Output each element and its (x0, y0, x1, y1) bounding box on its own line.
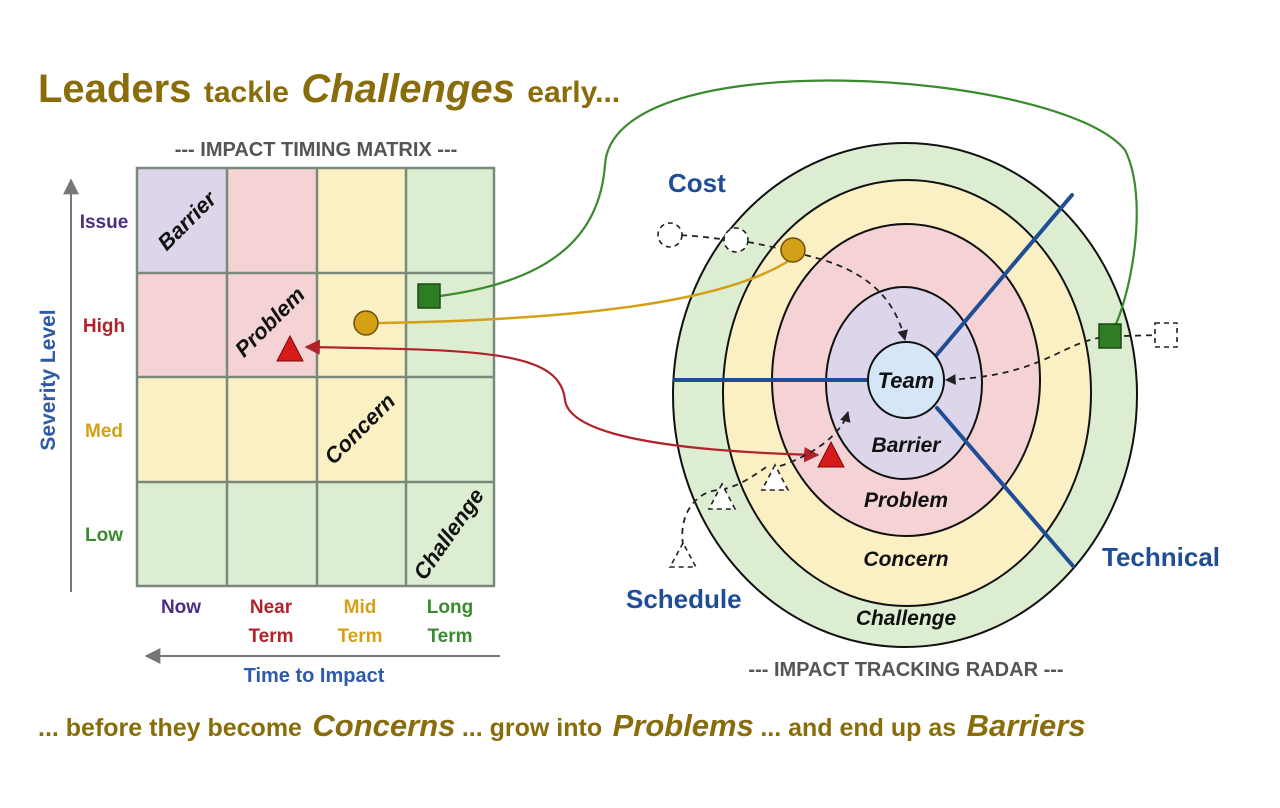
cell-med-near (227, 377, 317, 482)
cell-high-now (137, 273, 227, 377)
cell-low-mid (317, 482, 406, 586)
col-label-near-1: Near (250, 597, 293, 618)
connector-green (439, 79, 1138, 333)
ring-label-concern: Concern (863, 548, 948, 571)
col-label-mid-1: Mid (344, 597, 377, 618)
cell-low-long (406, 482, 494, 586)
y-axis-label: Severity Level (37, 309, 60, 450)
marker-red-triangle-radar (817, 440, 845, 468)
cell-issue-now (137, 168, 227, 273)
footer-part-5: ... and end up as (760, 714, 956, 742)
marker-gold-circle-radar (780, 237, 806, 263)
connector-gold (377, 258, 791, 325)
radar-title: --- IMPACT TRACKING RADAR --- (748, 659, 1063, 681)
headline-part-2: tackle (204, 76, 289, 109)
marker-ghost-square (1154, 322, 1178, 348)
row-label-med: Med (85, 421, 123, 442)
col-label-now: Now (161, 597, 201, 618)
ring-label-barrier: Barrier (872, 434, 943, 457)
ring-label-problem: Problem (864, 489, 948, 512)
x-axis-label: Time to Impact (244, 665, 385, 687)
marker-ghost-triangle-1 (760, 463, 790, 491)
marker-red-triangle-matrix (276, 334, 304, 362)
col-label-long-2: Term (427, 626, 472, 647)
row-label-high: High (83, 316, 125, 337)
cell-med-now (137, 377, 227, 482)
cell-issue-near (227, 168, 317, 273)
footer-part-2: Concerns (312, 708, 455, 743)
footer-part-1: ... before they become (38, 714, 302, 742)
cell-med-long (406, 377, 494, 482)
radar: Team Barrier Problem Concern Challenge C… (626, 142, 1220, 648)
y-axis: Severity Level (37, 178, 79, 592)
x-axis: Time to Impact (144, 648, 500, 687)
cell-issue-mid (317, 168, 406, 273)
col-label-mid-2: Term (337, 626, 382, 647)
sector-label-technical: Technical (1102, 542, 1220, 572)
matrix-title: --- IMPACT TIMING MATRIX --- (175, 139, 458, 161)
headline-part-1: Leaders (38, 67, 191, 111)
marker-gold-circle-matrix (353, 310, 379, 336)
headline-part-3: Challenges (301, 67, 514, 111)
sector-label-cost: Cost (668, 168, 726, 198)
connector-red (304, 339, 820, 463)
headline: Leaders tackle Challenges early... (38, 67, 620, 111)
footer-part-3: ... grow into (462, 714, 602, 742)
row-label-issue: Issue (80, 212, 129, 233)
sector-label-schedule: Schedule (626, 584, 742, 614)
marker-ghost-circle-2 (723, 227, 749, 253)
col-label-long-1: Long (427, 597, 473, 618)
cell-low-near (227, 482, 317, 586)
marker-ghost-triangle-3 (668, 541, 698, 568)
marker-ghost-circle-1 (657, 222, 683, 248)
footer-line: ... before they become Concerns ... grow… (38, 708, 1086, 743)
footer-part-6: Barriers (967, 708, 1086, 743)
marker-ghost-triangle-2 (707, 482, 737, 510)
ring-label-challenge: Challenge (856, 607, 957, 630)
headline-part-4: early... (527, 76, 620, 109)
footer-part-4: Problems (613, 708, 754, 743)
radar-center-team (867, 341, 945, 419)
row-label-low: Low (85, 525, 123, 546)
marker-green-square-radar (1098, 323, 1122, 349)
radar-center-label: Team (878, 368, 935, 393)
col-label-near-2: Term (248, 626, 293, 647)
marker-green-square-matrix (417, 283, 441, 309)
cell-low-now (137, 482, 227, 586)
cell-issue-long (406, 168, 494, 273)
